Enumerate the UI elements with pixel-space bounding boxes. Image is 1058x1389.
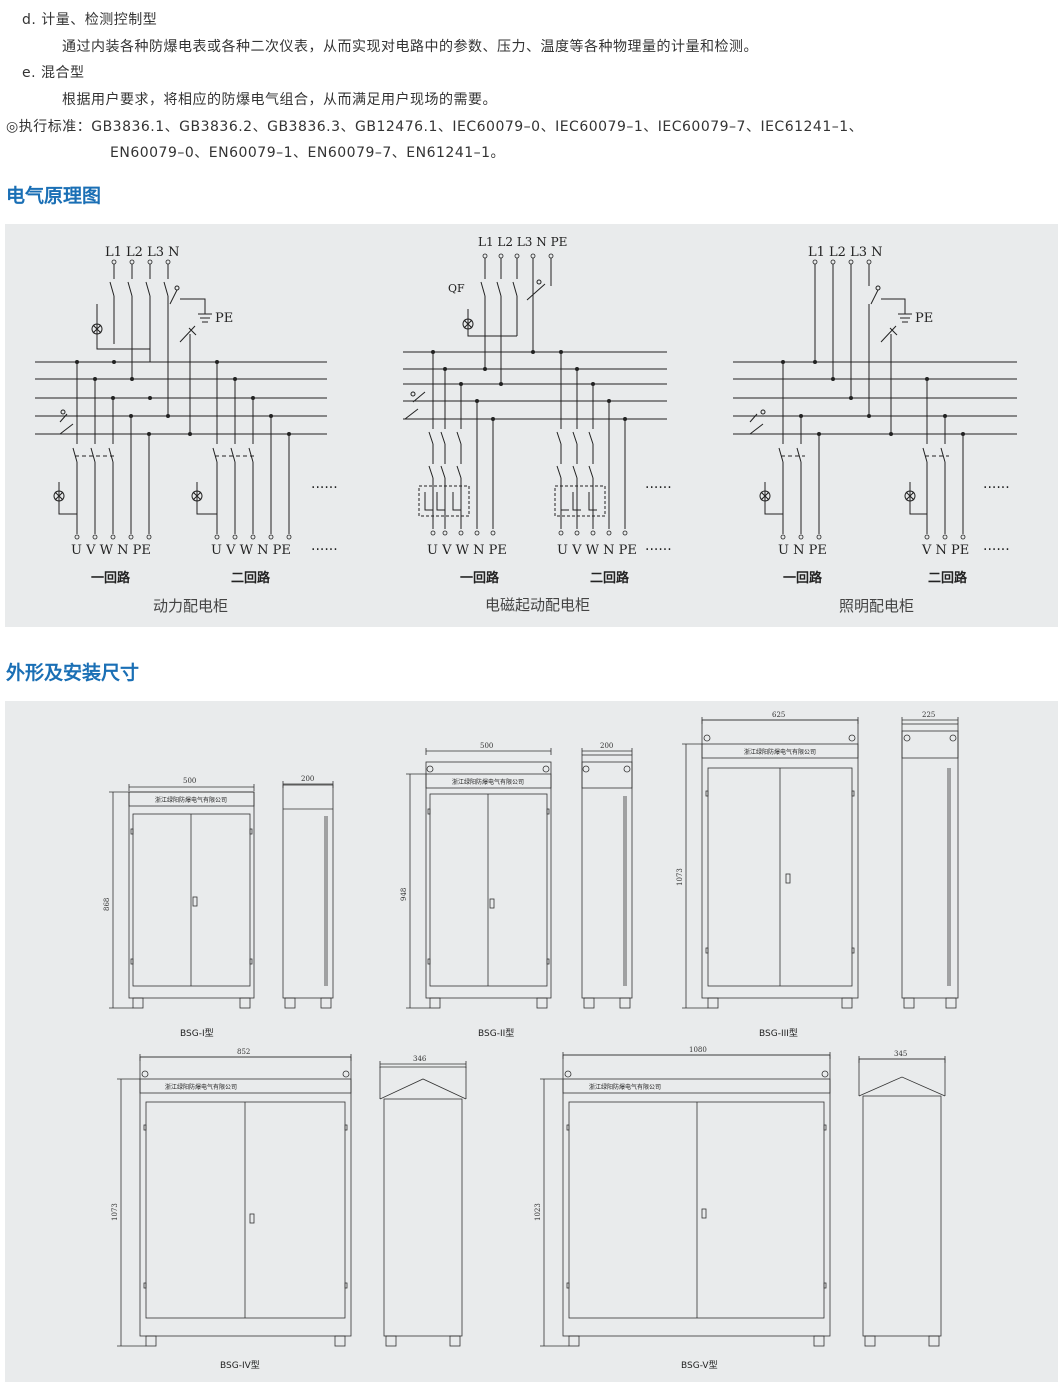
- d2-terms-2: U V W N PE: [557, 543, 637, 558]
- d1-circuit-1: 一回路: [91, 570, 131, 586]
- d1-pe-label: PE: [215, 311, 233, 326]
- d3-caption: 照明配电柜: [839, 597, 914, 615]
- d2-circuit-1: 一回路: [460, 570, 500, 586]
- magnetic-starter-cabinet-diagram: L1 L2 L3 N PE QF: [403, 235, 672, 614]
- bsg-ii-company: 浙江绿阳防爆电气有限公司: [452, 778, 524, 786]
- bsg-i-depth: 200: [301, 775, 314, 783]
- bsg-iii-company: 浙江绿阳防爆电气有限公司: [744, 748, 816, 756]
- d1-circuit-2: 二回路: [231, 570, 271, 586]
- d3-circuit-1: 一回路: [783, 570, 823, 586]
- bsg-iii-label: BSG-III型: [759, 1028, 798, 1039]
- d3-dots-b: ······: [983, 542, 1010, 558]
- bsg-v-side-view: 345: [858, 1050, 946, 1347]
- bsg-ii-width: 500: [480, 742, 493, 750]
- type-e-description: 根据用户要求，将相应的防爆电气组合，从而满足用户现场的需要。: [62, 92, 497, 108]
- bsg-ii-depth: 200: [600, 742, 613, 750]
- d2-qf-label: QF: [448, 282, 465, 295]
- d3-terms-2: V N PE: [921, 543, 969, 558]
- bsg-iv-company: 浙江绿阳防爆电气有限公司: [165, 1083, 237, 1091]
- type-d-heading: d. 计量、检测控制型: [22, 12, 158, 28]
- dimensions-section-title: 外形及安装尺寸: [6, 662, 140, 684]
- bsg-iii-depth: 225: [922, 711, 935, 719]
- d3-top-labels: L1 L2 L3 N: [808, 245, 882, 260]
- bsg-iv-depth: 346: [413, 1055, 427, 1063]
- standards-line-2: EN60079–0、EN60079–1、EN60079–7、EN61241–1。: [110, 145, 506, 161]
- d2-circuit-2: 二回路: [590, 570, 630, 586]
- d1-dots-b: ······: [311, 542, 338, 558]
- d3-circuit-2: 二回路: [928, 570, 968, 586]
- d1-caption: 动力配电柜: [153, 597, 228, 615]
- d2-terms-1: U V W N PE: [427, 543, 507, 558]
- d1-terms-1: U V W N PE: [71, 543, 151, 558]
- bsg-i-width: 500: [183, 777, 196, 785]
- bsg-v-width: 1080: [689, 1046, 707, 1054]
- dimensions-panel: 500 浙江绿阳防爆电气有限公司 868 200 BSG-I型 500 浙江绿阳…: [5, 701, 1058, 1382]
- bsg-iv-side-view: 346: [379, 1055, 467, 1347]
- d2-dots-b: ······: [645, 542, 672, 558]
- d3-terms-1: U N PE: [778, 543, 827, 558]
- bsg-v-front-view: 1080 浙江绿阳防爆电气有限公司 1023: [534, 1046, 831, 1347]
- d2-caption: 电磁起动配电柜: [485, 596, 590, 614]
- type-e-heading: e. 混合型: [22, 65, 85, 81]
- bsg-iv-height: 1073: [111, 1203, 119, 1221]
- bsg-v-company: 浙江绿阳防爆电气有限公司: [589, 1083, 661, 1091]
- bsg-i-side-view: 200: [282, 775, 334, 1009]
- standards-line-1: ◎执行标准：GB3836.1、GB3836.2、GB3836.3、GB12476…: [6, 119, 864, 135]
- bsg-ii-front-view: 500 浙江绿阳防爆电气有限公司 948: [400, 742, 552, 1009]
- d2-dots-a: ······: [645, 480, 672, 496]
- type-d-description: 通过内装各种防爆电表或各种二次仪表，从而实现对电路中的参数、压力、温度等各种物理…: [62, 39, 758, 55]
- bsg-ii-height: 948: [400, 888, 408, 901]
- bsg-iv-width: 852: [237, 1048, 250, 1056]
- d2-top-labels: L1 L2 L3 N PE: [478, 235, 567, 249]
- bsg-v-height: 1023: [534, 1203, 542, 1221]
- d3-pe-label: PE: [915, 311, 933, 326]
- lighting-cabinet-diagram: L1 L2 L3 N PE U N: [733, 245, 1017, 615]
- bsg-i-company: 浙江绿阳防爆电气有限公司: [155, 796, 227, 804]
- bsg-v-depth: 345: [894, 1050, 907, 1058]
- power-cabinet-diagram: L1 L2 L3 N PE: [35, 245, 338, 615]
- bsg-iii-side-view: 225: [901, 711, 959, 1009]
- bsg-i-front-view: 500 浙江绿阳防爆电气有限公司 868: [103, 777, 255, 1009]
- cabinet-drawings: 500 浙江绿阳防爆电气有限公司 868 200 BSG-I型 500 浙江绿阳…: [103, 711, 959, 1371]
- bsg-iii-front-view: 625 浙江绿阳防爆电气有限公司 1073: [676, 711, 859, 1009]
- d1-top-labels: L1 L2 L3 N: [105, 245, 179, 260]
- bsg-ii-side-view: 200: [581, 742, 633, 1009]
- d1-terms-2: U V W N PE: [211, 543, 291, 558]
- bsg-iv-front-view: 852 浙江绿阳防爆电气有限公司 1073: [111, 1048, 352, 1347]
- schematic-diagrams: L1 L2 L3 N PE: [35, 235, 1017, 615]
- bsg-iii-width: 625: [772, 711, 785, 719]
- bsg-iv-label: BSG-IV型: [220, 1360, 260, 1371]
- bsg-iii-height: 1073: [676, 868, 684, 886]
- bsg-i-height: 868: [103, 898, 111, 911]
- bsg-ii-label: BSG-II型: [478, 1028, 514, 1039]
- d3-dots-a: ······: [983, 480, 1010, 496]
- bsg-v-label: BSG-V型: [681, 1360, 718, 1371]
- schematic-panel: L1 L2 L3 N PE: [5, 224, 1058, 627]
- schematic-section-title: 电气原理图: [6, 185, 102, 207]
- bsg-i-label: BSG-I型: [180, 1028, 214, 1039]
- d1-dots-a: ······: [311, 480, 338, 496]
